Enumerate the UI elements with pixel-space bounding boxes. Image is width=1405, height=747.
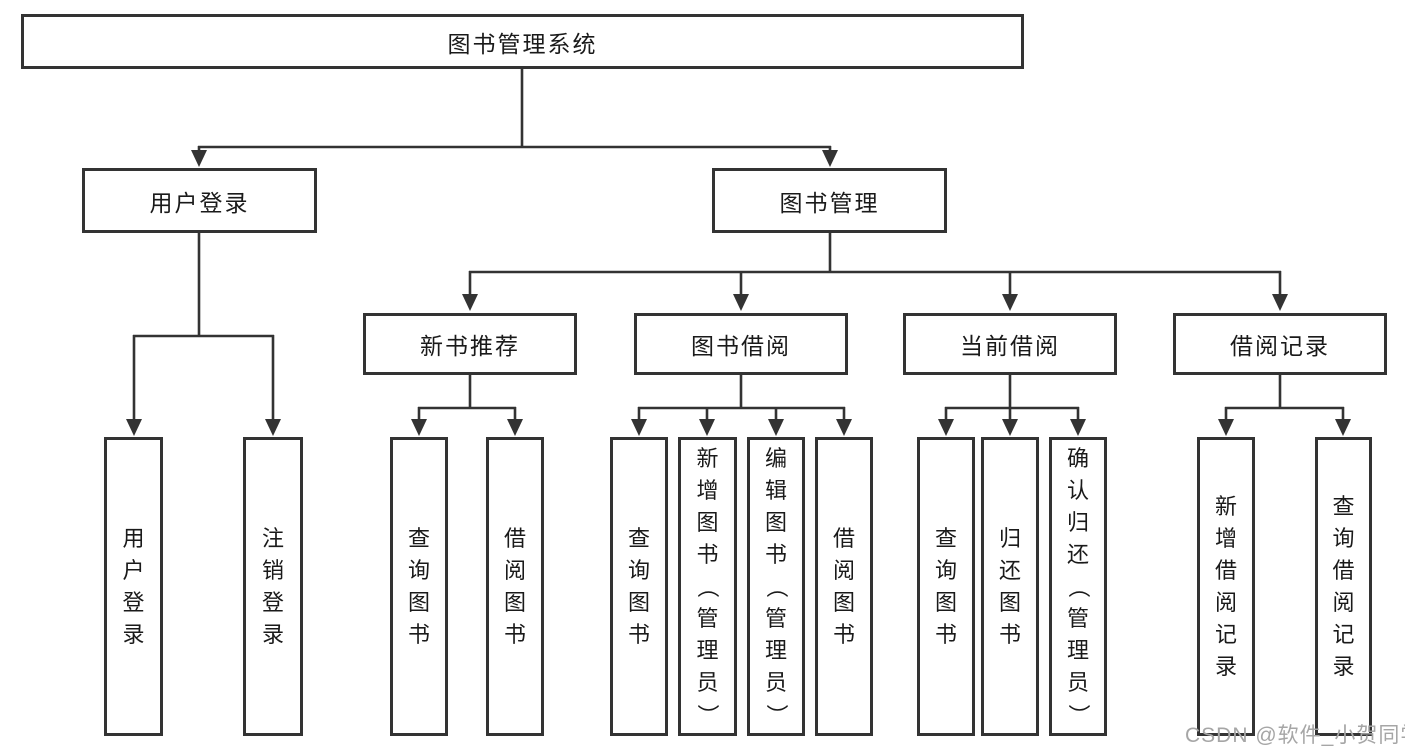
node-label: 图书管理: [779, 189, 880, 216]
leaf-query-books-recommend: 查询图书: [390, 437, 448, 736]
node-label: 图书借阅: [691, 333, 791, 359]
node-label: 借阅图书: [503, 525, 526, 647]
node-borrowing-records: 借阅记录: [1173, 313, 1387, 375]
leaf-query-books-borrowing: 查询图书: [610, 437, 668, 736]
node-label: 图书管理系统: [447, 30, 598, 57]
node-label: 查询图书: [627, 525, 650, 647]
node-label: 注销登录: [261, 525, 284, 647]
leaf-query-books-current: 查询图书: [917, 437, 975, 736]
node-book-management: 图书管理: [712, 168, 947, 233]
node-label: 新增借阅记录: [1214, 493, 1237, 679]
node-label: 编辑图书（管理员）: [763, 445, 789, 726]
node-current-borrowing: 当前借阅: [903, 313, 1117, 375]
leaf-confirm-return-admin: 确认归还（管理员）: [1049, 437, 1107, 736]
node-label: 查询图书: [934, 525, 957, 647]
node-label: 借阅记录: [1230, 333, 1330, 359]
node-label: 借阅图书: [832, 525, 855, 647]
leaf-add-borrow-record: 新增借阅记录: [1197, 437, 1255, 736]
node-label: 用户登录: [149, 189, 250, 216]
leaf-user-login: 用户登录: [104, 437, 163, 736]
leaf-logout: 注销登录: [243, 437, 303, 736]
node-label: 归还图书: [998, 525, 1021, 647]
node-label: 查询借阅记录: [1332, 493, 1355, 679]
node-label: 新增图书（管理员）: [695, 445, 721, 726]
node-new-book-recommendation: 新书推荐: [363, 313, 577, 375]
node-library-management-system: 图书管理系统: [21, 14, 1024, 69]
leaf-add-books-admin: 新增图书（管理员）: [678, 437, 737, 736]
watermark: CSDN @软件_小贺同学: [1185, 724, 1405, 747]
leaf-borrow-books-recommend: 借阅图书: [486, 437, 544, 736]
node-user-login: 用户登录: [82, 168, 317, 233]
node-label: 当前借阅: [960, 333, 1060, 359]
leaf-borrow-books: 借阅图书: [815, 437, 873, 736]
leaf-edit-books-admin: 编辑图书（管理员）: [747, 437, 805, 736]
node-book-borrowing: 图书借阅: [634, 313, 848, 375]
node-label: 查询图书: [407, 525, 430, 647]
node-label: 新书推荐: [420, 333, 520, 359]
node-label: 用户登录: [122, 525, 145, 647]
leaf-return-books: 归还图书: [981, 437, 1039, 736]
node-label: 确认归还（管理员）: [1065, 445, 1091, 726]
leaf-query-borrow-record: 查询借阅记录: [1315, 437, 1372, 736]
